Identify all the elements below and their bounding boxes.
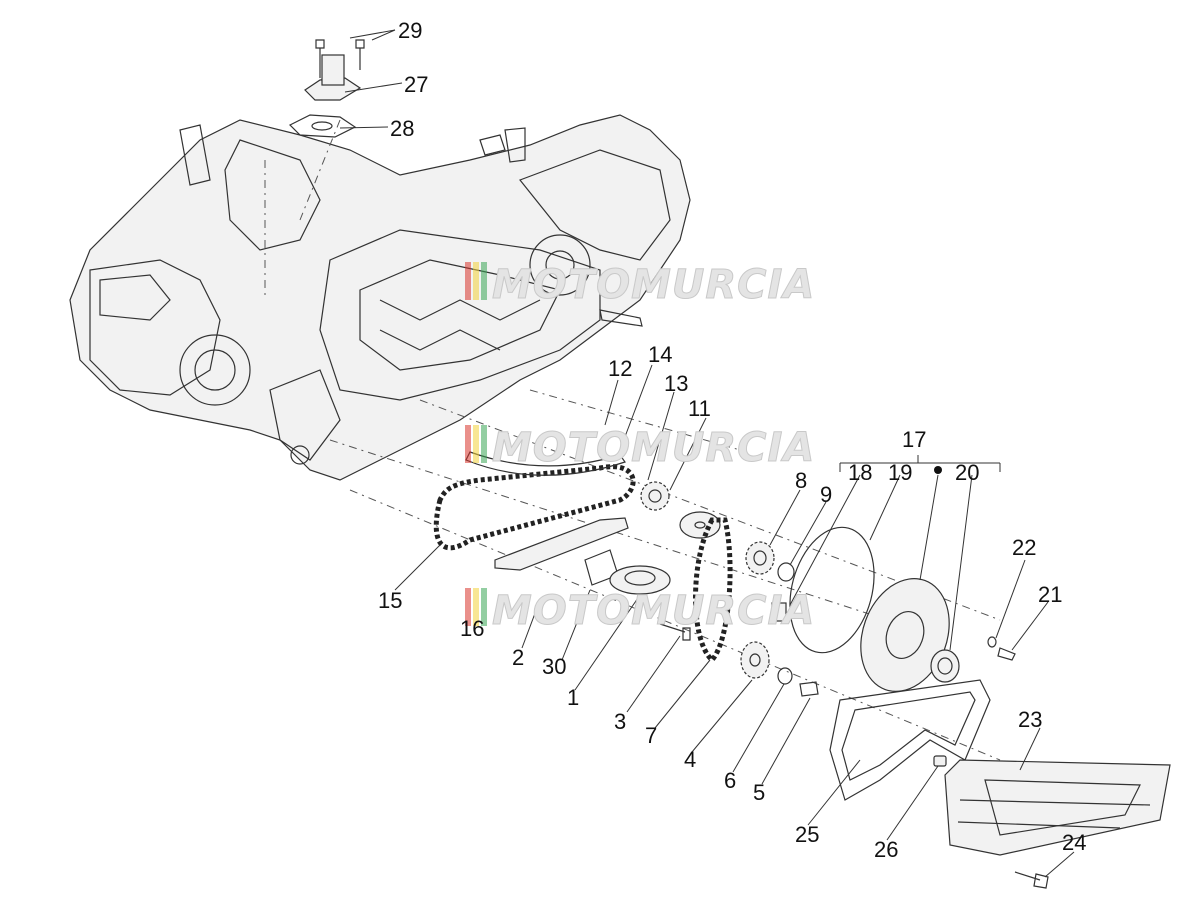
part-6-washer — [777, 667, 793, 685]
callout-27: 27 — [404, 72, 428, 97]
part-7-pump-chain — [693, 517, 733, 664]
callout-28: 28 — [390, 116, 414, 141]
part-26-dowel-pin — [933, 755, 947, 767]
callout-1: 1 — [567, 685, 579, 710]
part-28-gasket — [288, 114, 357, 138]
callout-21: 21 — [1038, 582, 1062, 607]
callout-labels: 29 27 28 12 14 13 11 17 18 19 20 8 9 22 … — [378, 18, 1086, 862]
callout-19: 19 — [888, 460, 912, 485]
callout-14: 14 — [648, 342, 672, 367]
callout-30: 30 — [542, 654, 566, 679]
callout-4: 4 — [684, 747, 696, 772]
leader-lines — [339, 29, 1075, 878]
part-15-timing-chain — [433, 464, 636, 551]
watermark-middle: MOTOMURCIA — [465, 425, 815, 472]
part-16-chain-slider — [494, 517, 629, 571]
callout-9: 9 — [820, 482, 832, 507]
watermark-top: MOTOMURCIA — [465, 262, 815, 309]
callout-15: 15 — [378, 588, 402, 613]
engine-crankcase — [69, 114, 691, 481]
callout-5: 5 — [753, 780, 765, 805]
part-27-chain-tensioner — [304, 54, 362, 101]
group-17-bracket — [839, 455, 1001, 474]
part-4-pump-sprocket — [740, 641, 770, 679]
callout-6: 6 — [724, 768, 736, 793]
watermark-text: MOTOMURCIA — [492, 588, 815, 634]
watermark-text: MOTOMURCIA — [492, 425, 815, 471]
part-19-cover-gasket — [789, 526, 875, 654]
part-11-sprocket — [640, 481, 670, 511]
callout-18: 18 — [848, 460, 872, 485]
part-29-bolts — [315, 39, 365, 78]
callout-22: 22 — [1012, 535, 1036, 560]
part-14-chain-guide — [465, 451, 626, 476]
callout-8: 8 — [795, 468, 807, 493]
callout-24: 24 — [1062, 830, 1086, 855]
part-9-o-ring — [777, 562, 795, 582]
callout-2: 2 — [512, 645, 524, 670]
watermark-text: MOTOMURCIA — [492, 262, 815, 308]
part-5-bolt — [799, 681, 819, 697]
callout-17: 17 — [902, 427, 926, 452]
part-1-oil-pump — [609, 565, 671, 595]
part-21-bolt — [997, 647, 1016, 661]
group-17-marker-dot — [934, 466, 942, 474]
callout-25: 25 — [795, 822, 819, 847]
part-18-block — [771, 602, 787, 622]
assembly-axis-lines — [264, 119, 1001, 761]
part-3-bolt — [659, 623, 691, 641]
callout-11: 11 — [688, 396, 711, 421]
watermark-bottom: MOTOMURCIA — [465, 588, 815, 635]
callout-12: 12 — [608, 356, 632, 381]
part-23-filter-cover — [944, 759, 1171, 856]
part-13-washer — [679, 511, 721, 539]
callout-20: 20 — [955, 460, 979, 485]
part-22-washer — [987, 636, 997, 648]
callout-23: 23 — [1018, 707, 1042, 732]
part-20-pump-cover — [860, 578, 950, 692]
callout-26: 26 — [874, 837, 898, 862]
callout-16: 16 — [460, 616, 484, 641]
callout-29: 29 — [398, 18, 422, 43]
oil-seal — [930, 649, 960, 683]
part-25-gasket — [829, 679, 991, 801]
callout-7: 7 — [645, 723, 657, 748]
part-24-bolt — [1014, 871, 1049, 889]
callout-13: 13 — [664, 371, 688, 396]
part-8-sprocket — [745, 541, 775, 575]
callout-3: 3 — [614, 709, 626, 734]
